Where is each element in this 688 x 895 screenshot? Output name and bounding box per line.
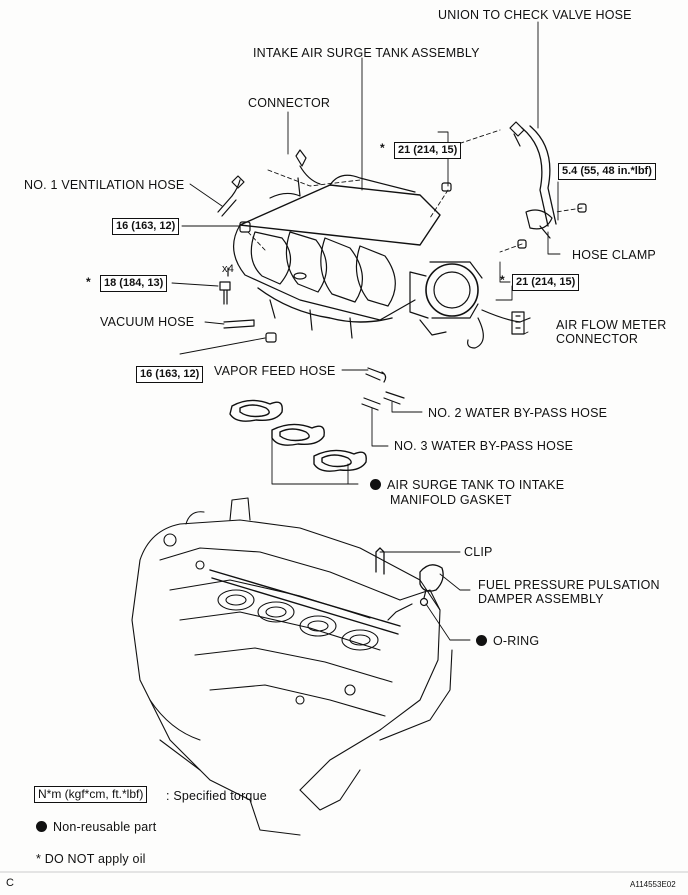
label-vacuum-hose: VACUUM HOSE xyxy=(100,315,195,329)
label-damper-line1: FUEL PRESSURE PULSATION xyxy=(478,578,660,592)
torque-16-upper: 16 (163, 12) xyxy=(112,218,180,235)
label-gasket-line1: AIR SURGE TANK TO INTAKE xyxy=(387,478,565,492)
label-air-flow-meter: AIR FLOW METER CONNECTOR xyxy=(556,318,666,346)
star-mark-top: * xyxy=(380,141,385,155)
label-connector: CONNECTOR xyxy=(248,96,331,110)
label-gasket: AIR SURGE TANK TO INTAKE xyxy=(370,478,564,492)
label-air-flow-meter-line1: AIR FLOW METER xyxy=(556,318,667,332)
clip-illustration xyxy=(375,547,385,575)
star-mark-21-mid: * xyxy=(500,273,505,287)
air-flow-meter-connector-illustration xyxy=(511,311,525,335)
ventilation-hose-illustration xyxy=(217,179,241,217)
label-x4: x4 xyxy=(222,263,235,275)
label-union-hose: UNION TO CHECK VALVE HOSE xyxy=(438,8,632,22)
label-o-ring-text: O-RING xyxy=(493,634,540,648)
nonreusable-dot-gasket xyxy=(370,479,381,490)
label-ventilation-hose: NO. 1 VENTILATION HOSE xyxy=(24,178,185,192)
torque-21-top: 21 (214, 15) xyxy=(394,142,462,159)
gasket-illustrations xyxy=(229,399,367,472)
torque-18: 18 (184, 13) xyxy=(100,275,168,292)
vapor-feed-hose-illustration xyxy=(365,367,387,383)
label-damper-line2: DAMPER ASSEMBLY xyxy=(478,592,604,606)
check-valve-hose-illustration xyxy=(521,125,557,227)
surge-tank-illustration xyxy=(233,149,441,339)
label-vapor-feed-hose: VAPOR FEED HOSE xyxy=(214,364,336,378)
assembly-leader-lines xyxy=(247,129,583,253)
label-gasket-line2: MANIFOLD GASKET xyxy=(390,493,512,507)
label-surge-tank: INTAKE AIR SURGE TANK ASSEMBLY xyxy=(253,46,480,60)
bolt-illustrations xyxy=(219,182,587,343)
torque-5-4: 5.4 (55, 48 in.*lbf) xyxy=(558,163,656,180)
legend-nonreusable: Non-reusable part xyxy=(36,820,156,834)
water-bypass-hose-3-illustration xyxy=(361,397,381,411)
label-o-ring: O-RING xyxy=(476,634,539,648)
label-hose-clamp: HOSE CLAMP xyxy=(572,248,656,262)
torque-21-mid: 21 (214, 15) xyxy=(512,274,580,291)
hose-clamp-illustration xyxy=(525,209,553,230)
water-bypass-hose-2-illustration xyxy=(383,391,405,405)
label-water-bypass-3: NO. 3 WATER BY-PASS HOSE xyxy=(394,439,574,453)
star-mark-18: * xyxy=(86,275,91,289)
nonreusable-dot-legend xyxy=(36,821,47,832)
label-clip: CLIP xyxy=(464,545,493,559)
label-air-flow-meter-line2: CONNECTOR xyxy=(556,332,639,346)
legend-torque-box: N*m (kgf*cm, ft.*lbf) xyxy=(34,786,148,803)
legend-nonreusable-text: Non-reusable part xyxy=(53,820,157,834)
leader-lines xyxy=(171,21,561,641)
label-damper: FUEL PRESSURE PULSATION DAMPER ASSEMBLY xyxy=(478,578,660,606)
vacuum-hose-illustration xyxy=(223,319,255,329)
damper-illustration xyxy=(419,564,444,592)
legend-no-oil: * DO NOT apply oil xyxy=(36,852,146,866)
corner-mark: C xyxy=(6,877,15,889)
o-ring-illustration xyxy=(419,597,429,607)
legend-torque-desc: : Specified torque xyxy=(166,789,267,803)
label-water-bypass-2: NO. 2 WATER BY-PASS HOSE xyxy=(428,406,608,420)
nonreusable-dot-o-ring xyxy=(476,635,487,646)
figure-id: A114553E02 xyxy=(630,880,676,889)
engine-block-illustration xyxy=(131,497,453,836)
torque-16-lower: 16 (163, 12) xyxy=(136,366,204,383)
